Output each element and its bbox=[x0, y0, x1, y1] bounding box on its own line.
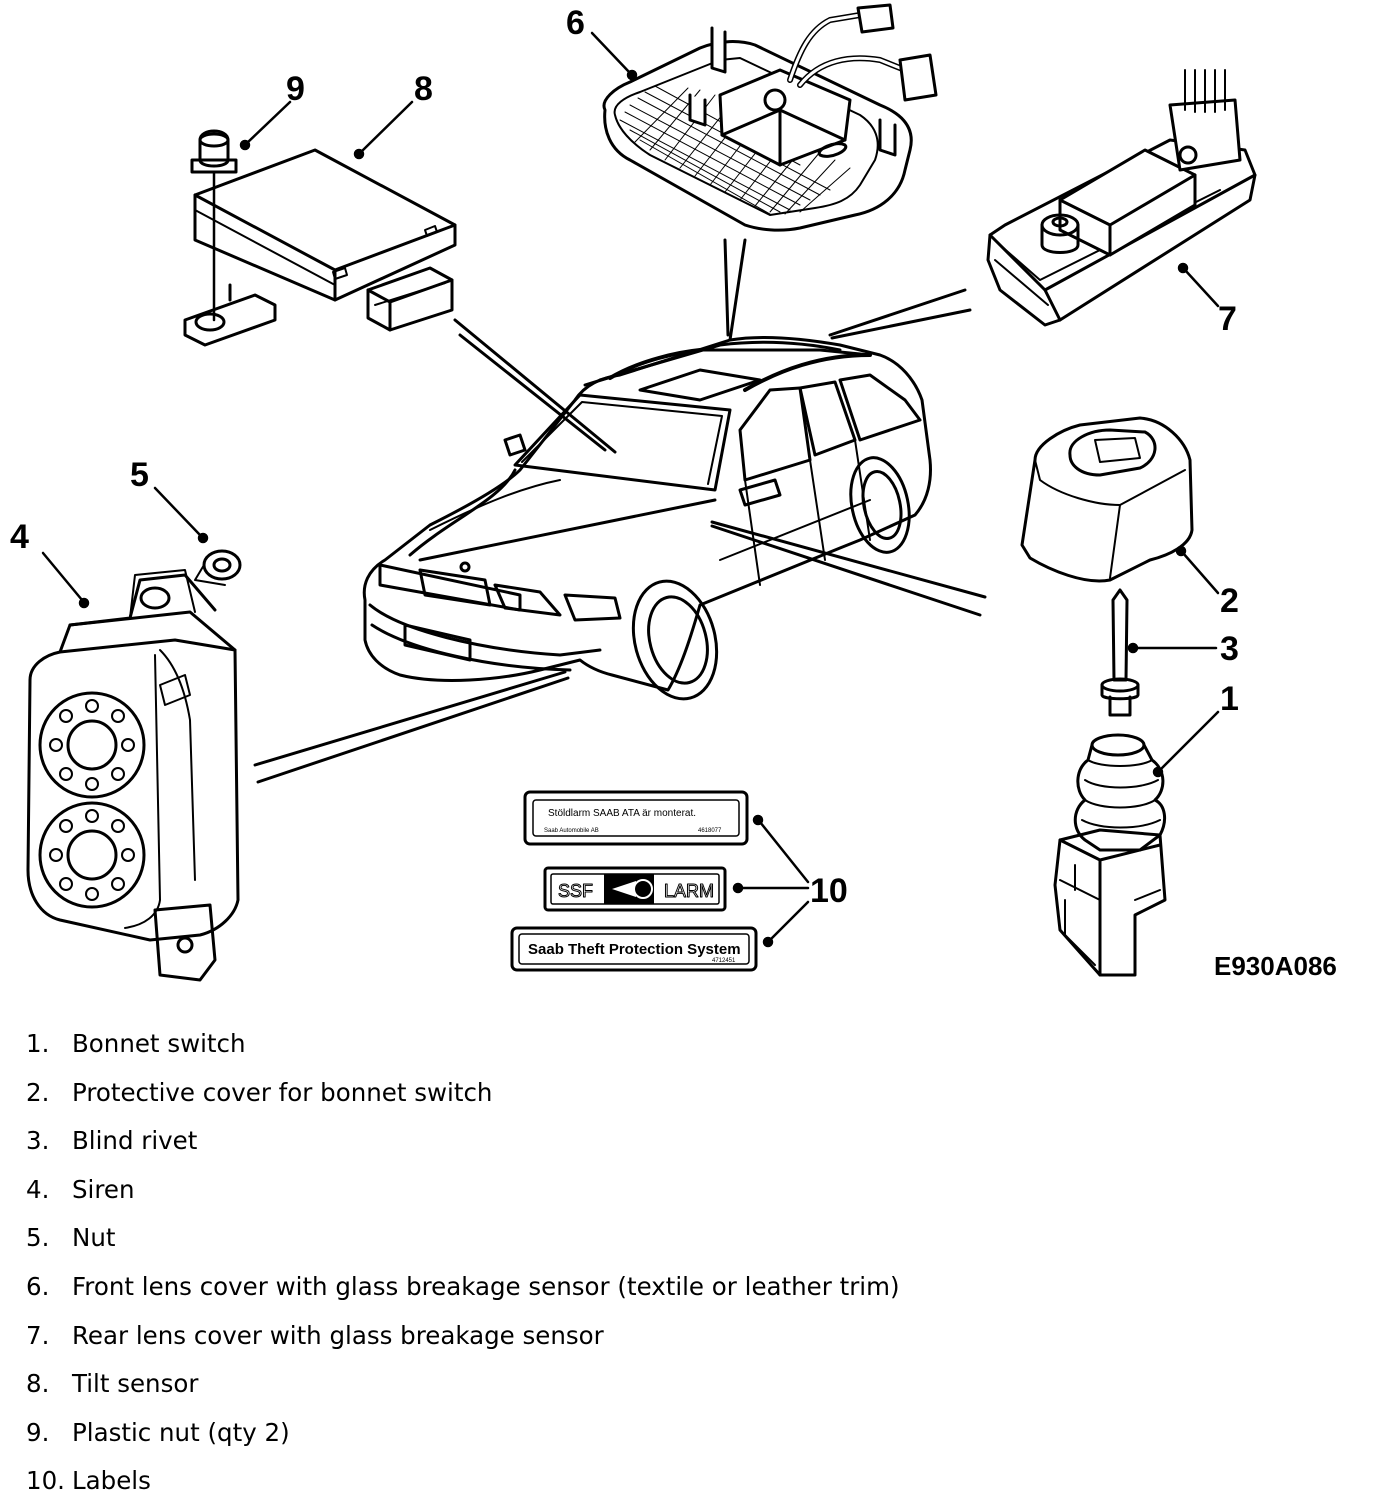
legend-item: 6. Front lens cover with glass breakage s… bbox=[26, 1265, 1356, 1314]
car-leader-lines bbox=[253, 238, 987, 784]
legend-text: Rear lens cover with glass breakage sens… bbox=[72, 1320, 604, 1350]
bonnet-switch bbox=[1053, 733, 1167, 977]
legend-number: 5. bbox=[26, 1223, 50, 1253]
label-theft-protection: Saab Theft Protection System 4712451 bbox=[510, 926, 758, 972]
nut bbox=[194, 549, 242, 586]
legend-item: 7. Rear lens cover with glass breakage se… bbox=[26, 1314, 1356, 1363]
protective-cover bbox=[1020, 416, 1194, 583]
car-illustration bbox=[362, 336, 932, 701]
legend-number: 10. bbox=[26, 1466, 65, 1496]
label-theft-line1: Saab Theft Protection System bbox=[528, 941, 741, 958]
callout-9: 9 bbox=[286, 70, 305, 108]
callout-leaders bbox=[41, 31, 1220, 948]
callout-8: 8 bbox=[414, 70, 433, 108]
front-lens-cover bbox=[602, 3, 938, 232]
figure-id: E930A086 bbox=[1214, 951, 1337, 981]
legend-item: 1. Bonnet switch bbox=[26, 1022, 1356, 1071]
legend-item: 4. Siren bbox=[26, 1168, 1356, 1217]
legend-number: 7. bbox=[26, 1320, 50, 1350]
legend-text: Bonnet switch bbox=[72, 1029, 246, 1058]
label-stoldlarm-number: 4618077 bbox=[698, 828, 722, 834]
legend-text: Front lens cover with glass breakage sen… bbox=[72, 1271, 900, 1301]
legend-text: Siren bbox=[72, 1174, 135, 1204]
legend-item: 10.Labels bbox=[26, 1459, 1356, 1508]
callout-numbers: 1 2 3 4 5 6 7 8 9 10 E930A086 bbox=[10, 4, 1337, 981]
legend-number: 6. bbox=[26, 1271, 50, 1301]
legend-number: 1. bbox=[26, 1029, 50, 1058]
exploded-view-diagram: Stöldlarm SAAB ATA är monterat. Saab Aut… bbox=[10, 3, 1337, 982]
callout-6: 6 bbox=[566, 4, 585, 42]
legend-number: 8. bbox=[26, 1369, 50, 1399]
siren bbox=[26, 569, 240, 982]
rear-lens-cover bbox=[986, 69, 1257, 327]
label-stoldlarm-line1: Stöldlarm SAAB ATA är monterat. bbox=[548, 808, 696, 819]
callout-5: 5 bbox=[130, 456, 149, 494]
legend-text: Plastic nut (qty 2) bbox=[72, 1417, 290, 1447]
legend-item: 5. Nut bbox=[26, 1216, 1356, 1265]
tilt-sensor bbox=[183, 148, 457, 347]
legend-text: Labels bbox=[72, 1466, 151, 1496]
callout-2: 2 bbox=[1220, 582, 1239, 620]
blind-rivet bbox=[1100, 588, 1140, 717]
callout-1: 1 bbox=[1220, 680, 1239, 718]
legend-text: Blind rivet bbox=[72, 1126, 198, 1156]
label-theft-number: 4712451 bbox=[712, 958, 736, 964]
plastic-nut bbox=[190, 129, 238, 322]
callout-7: 7 bbox=[1218, 300, 1237, 338]
label-ssf: SSF bbox=[558, 881, 593, 901]
legend-item: 9. Plastic nut (qty 2) bbox=[26, 1411, 1356, 1460]
label-larm: LARM bbox=[664, 881, 714, 901]
legend-number: 2. bbox=[26, 1077, 50, 1107]
label-stoldlarm-maker: Saab Automobile AB bbox=[544, 828, 599, 834]
label-ssf-larm: SSF LARM bbox=[543, 866, 727, 912]
legend-number: 4. bbox=[26, 1174, 50, 1204]
legend-text: Tilt sensor bbox=[72, 1369, 199, 1399]
label-stoldlarm: Stöldlarm SAAB ATA är monterat. Saab Aut… bbox=[523, 790, 749, 846]
legend-item: 2. Protective cover for bonnet switch bbox=[26, 1071, 1356, 1120]
legend-number: 9. bbox=[26, 1417, 50, 1447]
legend-text: Protective cover for bonnet switch bbox=[72, 1077, 493, 1107]
callout-4: 4 bbox=[10, 518, 29, 556]
parts-legend: 1. Bonnet switch 2. Protective cover for b… bbox=[26, 1022, 1356, 1508]
labels-group: Stöldlarm SAAB ATA är monterat. Saab Aut… bbox=[510, 790, 758, 972]
legend-number: 3. bbox=[26, 1126, 50, 1156]
legend-item: 8. Tilt sensor bbox=[26, 1362, 1356, 1411]
legend-text: Nut bbox=[72, 1223, 116, 1253]
legend-item: 3. Blind rivet bbox=[26, 1119, 1356, 1168]
callout-3: 3 bbox=[1220, 630, 1239, 668]
callout-10: 10 bbox=[810, 872, 848, 910]
